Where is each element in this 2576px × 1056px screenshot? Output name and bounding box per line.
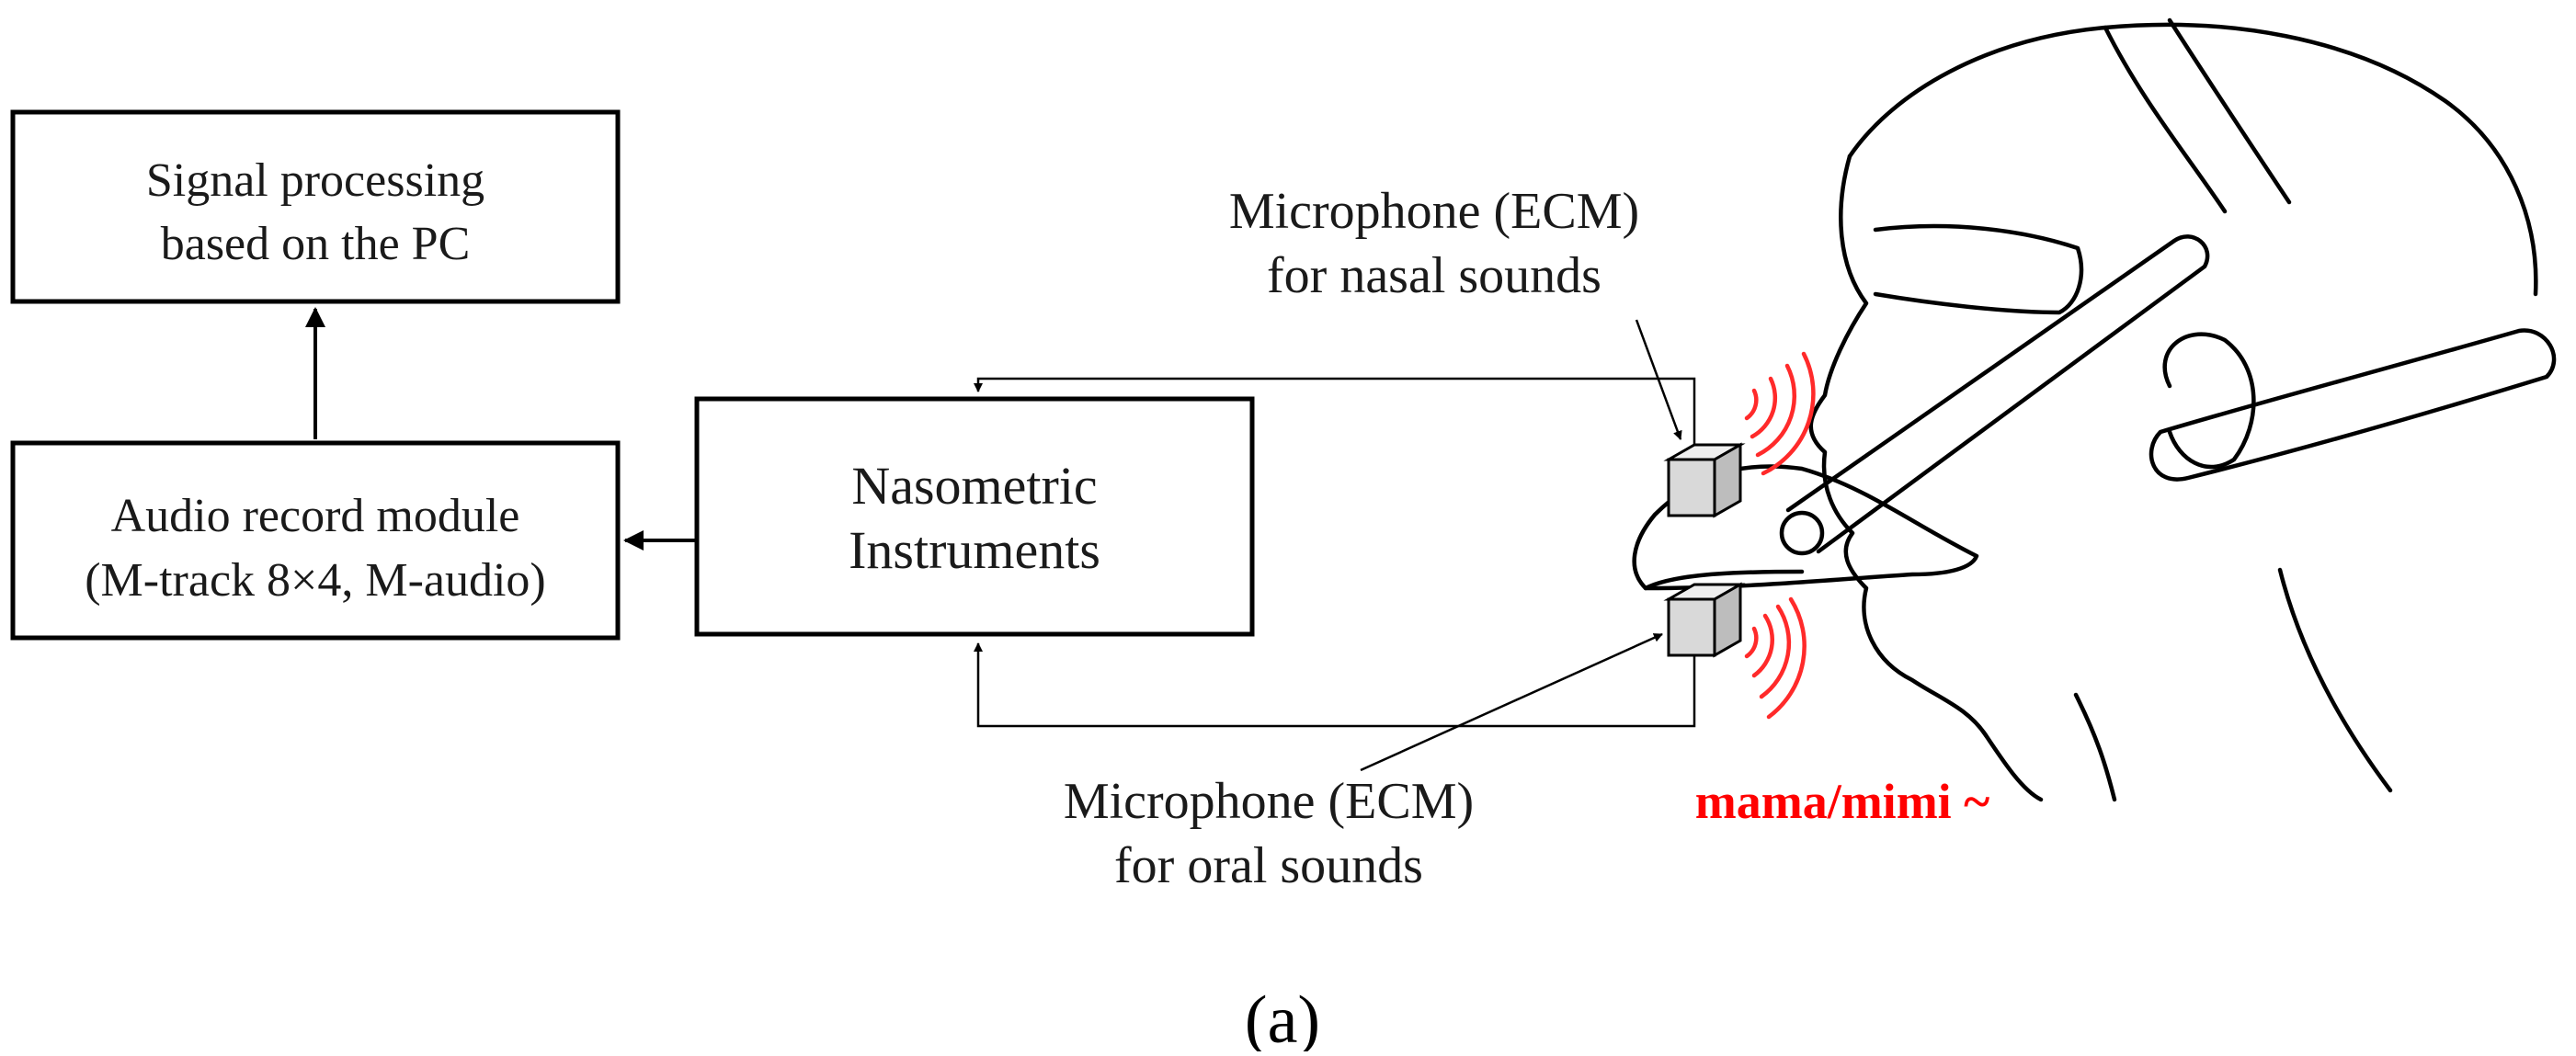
- head-outline: [1847, 22, 2538, 297]
- mic-nasal-callout: Microphone (ECM) for nasal sounds: [1229, 183, 1682, 440]
- sound-wave-icon: [1744, 388, 1759, 421]
- sound-wave-icon: [1766, 596, 1807, 720]
- microphone-cube-icon: [1663, 442, 1746, 518]
- separator-plate-edge: [1643, 569, 1805, 591]
- speech-text: mama/mimi ~: [1695, 774, 1990, 829]
- figure-caption: (a): [1245, 982, 1320, 1051]
- ear: [2162, 332, 2256, 470]
- audio-record-block: Audio record module (M-track 8×4, M-audi…: [10, 440, 621, 641]
- wire-nasal-mic-to-nasometric: [974, 377, 1696, 460]
- forehead-strap: [1873, 223, 2084, 315]
- nasometric-line2: Instruments: [849, 520, 1100, 580]
- signal-processing-block: Signal processing based on the PC: [10, 109, 621, 304]
- nasometric-line1: Nasometric: [851, 456, 1097, 516]
- headset-arm-pivot: [1779, 510, 1825, 556]
- mic-oral-callout: Microphone (ECM) for oral sounds: [1064, 632, 1663, 894]
- neck-back: [2277, 567, 2393, 793]
- headband-top-strap: [2103, 17, 2292, 214]
- sound-wave-oral: [1744, 596, 1807, 720]
- mic-nasal-label-line1: Microphone (ECM): [1229, 183, 1639, 240]
- signal-processing-line1: Signal processing: [146, 154, 484, 207]
- signal-processing-box: [10, 109, 621, 304]
- neck-front: [2073, 692, 2117, 802]
- headset-arm: [1785, 234, 2210, 554]
- audio-record-line2: (M-track 8×4, M-audio): [85, 554, 546, 607]
- microphone-oral: [1663, 582, 1746, 658]
- sound-wave-icon: [1744, 626, 1759, 659]
- nasometric-box: [694, 396, 1255, 637]
- sound-wave-icon: [1761, 351, 1816, 476]
- mic-oral-pointer: [1360, 632, 1663, 772]
- face-profile: [1808, 153, 1989, 738]
- chin-line: [1983, 732, 2044, 802]
- mic-nasal-label-line2: for nasal sounds: [1267, 247, 1601, 304]
- mic-oral-label-line1: Microphone (ECM): [1064, 773, 1474, 830]
- audio-record-line1: Audio record module: [111, 490, 520, 542]
- microphone-cube-icon: [1663, 582, 1746, 658]
- sound-wave-icon: [1750, 376, 1778, 439]
- sound-wave-icon: [1751, 613, 1775, 678]
- audio-record-box: [10, 440, 621, 641]
- sound-wave-icon: [1755, 363, 1797, 458]
- head-with-nasometer-headset-illustration: [1632, 17, 2557, 802]
- sound-wave-nasal: [1744, 351, 1816, 476]
- wire-oral-mic-to-nasometric: [974, 642, 1696, 728]
- mic-nasal-pointer: [1635, 319, 1682, 440]
- side-strap: [2149, 328, 2557, 482]
- mic-oral-label-line2: for oral sounds: [1114, 837, 1423, 894]
- nasometric-block: Nasometric Instruments: [694, 396, 1255, 637]
- signal-processing-line2: based on the PC: [161, 218, 471, 270]
- sound-wave-icon: [1759, 604, 1792, 699]
- microphone-nasal: [1663, 442, 1746, 518]
